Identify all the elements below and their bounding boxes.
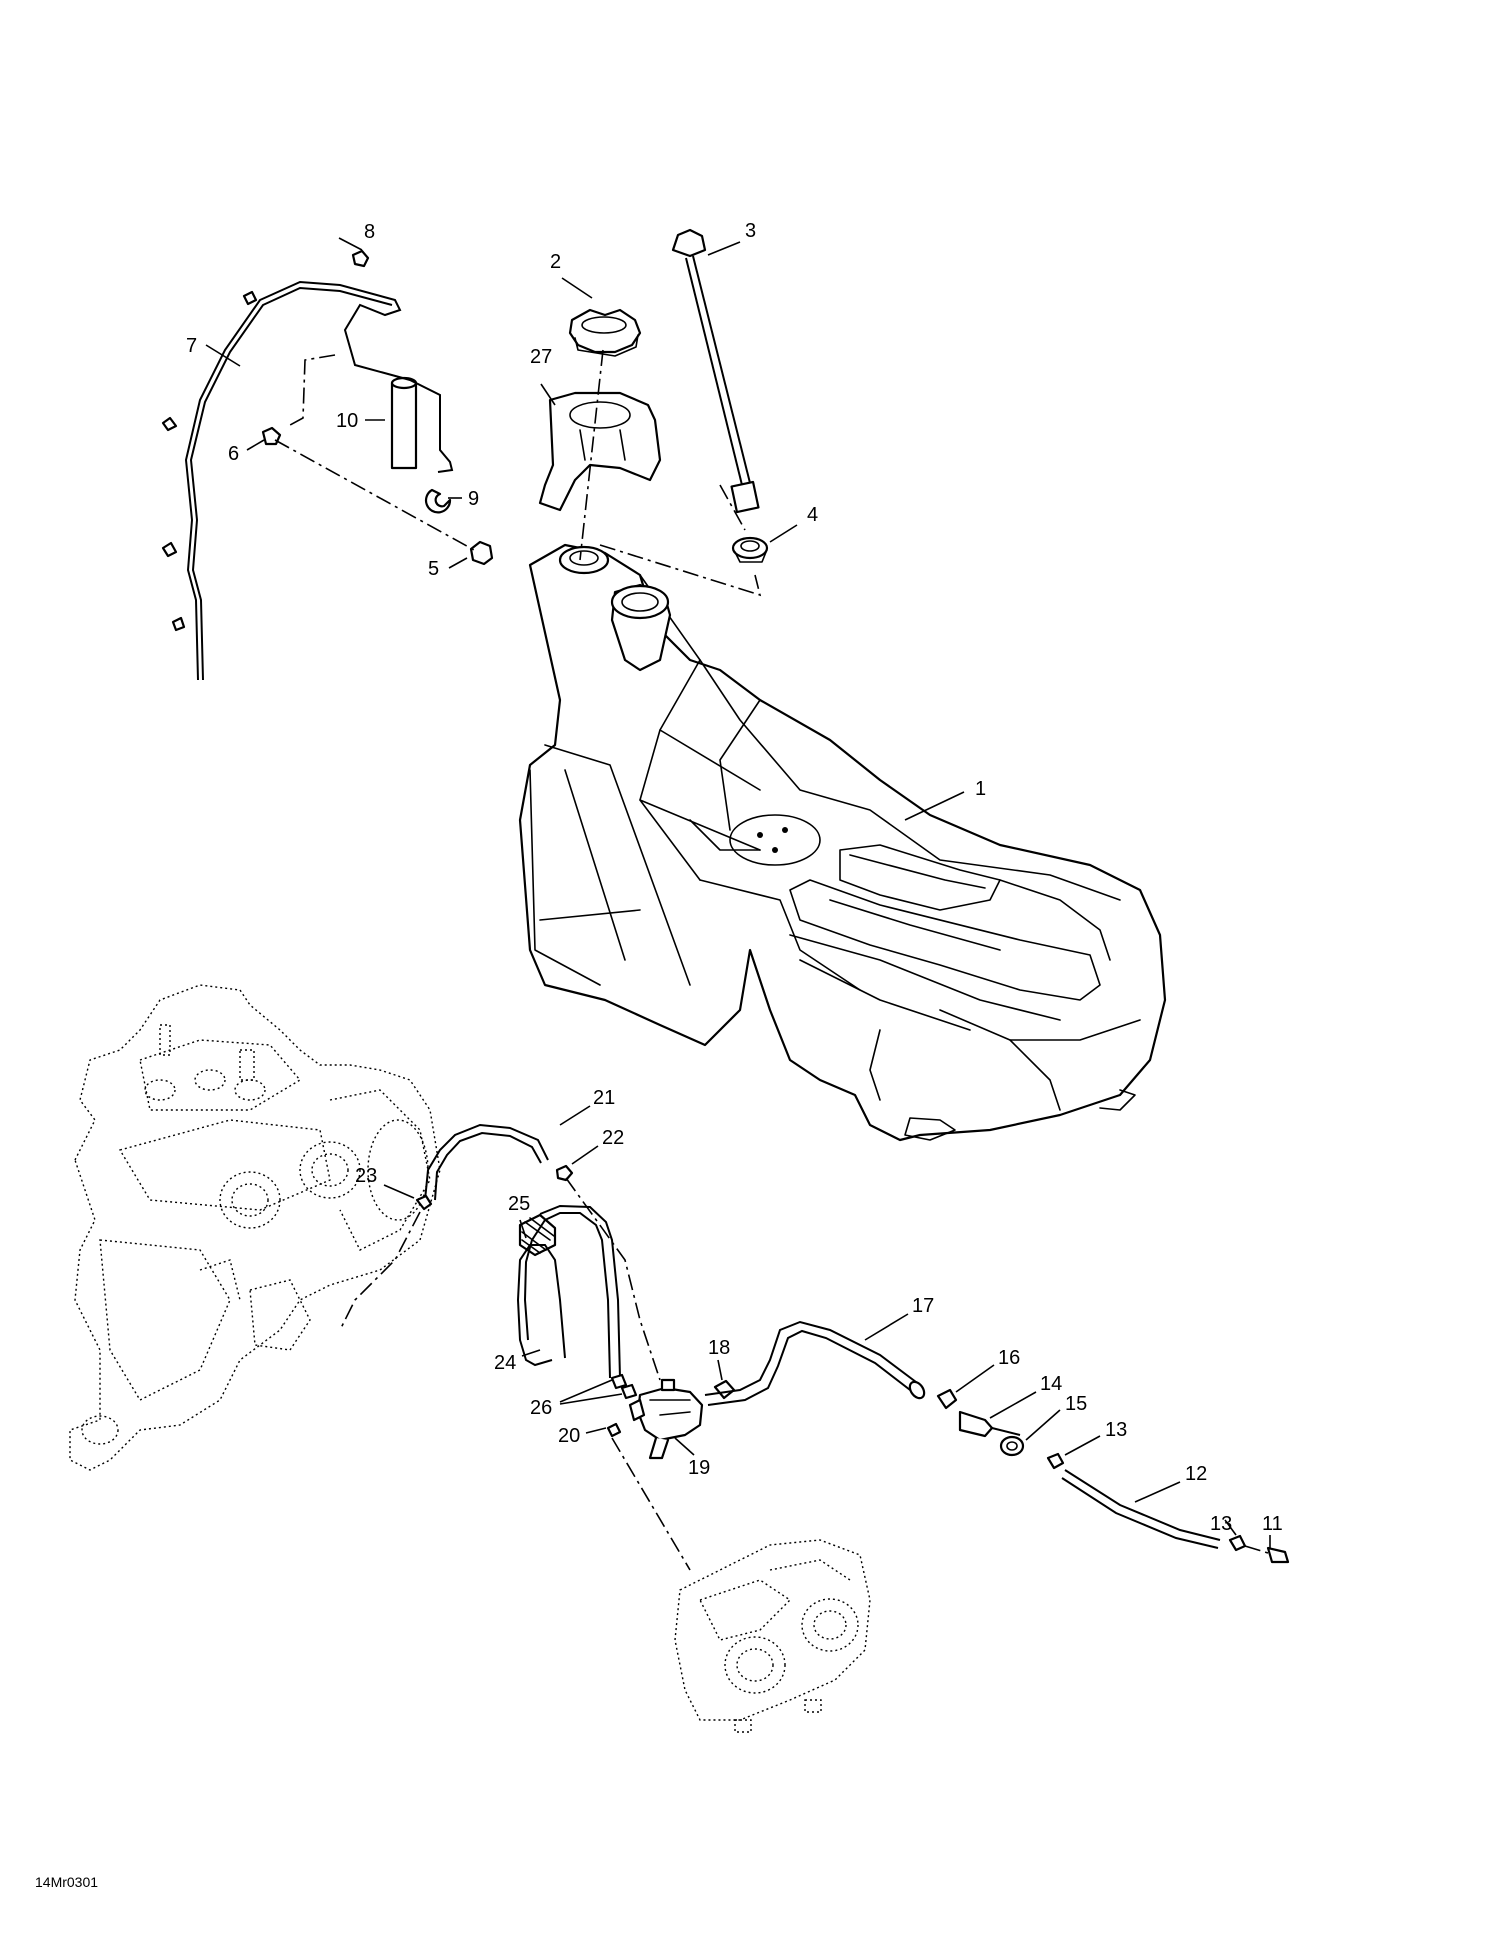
clamp-16	[936, 1388, 958, 1410]
fuel-tank	[518, 543, 1167, 1142]
drawing-code: 14Mr0301	[35, 1874, 98, 1890]
fuel-valve-19	[628, 1378, 704, 1460]
callout-14: 14	[1040, 1373, 1062, 1395]
clamp-18	[713, 1379, 736, 1400]
clip-8	[351, 249, 370, 268]
clamp-22	[555, 1164, 574, 1182]
callout-leaders	[205, 237, 1271, 1548]
callout-16: 16	[998, 1347, 1020, 1369]
hose-24	[516, 1204, 621, 1379]
fuel-line-12	[1061, 1469, 1221, 1549]
callout-4: 4	[807, 504, 818, 526]
callout-23: 23	[355, 1165, 377, 1187]
callout-labels: 1 2 3 4 5 6 7 8 9 10 11 12 13 13 14 15 1…	[186, 220, 1283, 1535]
callout-2: 2	[550, 251, 561, 273]
callout-20: 20	[558, 1425, 580, 1447]
clamp-13b	[1228, 1534, 1247, 1552]
assembly-lines-bottom	[339, 1177, 1269, 1571]
callout-27: 27	[530, 346, 552, 368]
callout-26: 26	[530, 1397, 552, 1419]
callout-1: 1	[975, 778, 986, 800]
clamp-23	[415, 1194, 433, 1211]
fuel-level-sender	[671, 228, 760, 514]
callout-8: 8	[364, 221, 375, 243]
callout-7: 7	[186, 335, 197, 357]
pickup-11	[1266, 1546, 1290, 1564]
vent-tube-10	[390, 376, 418, 470]
fuel-cap	[568, 308, 642, 357]
callout-15: 15	[1065, 1393, 1087, 1415]
callout-12: 12	[1185, 1463, 1207, 1485]
callout-18: 18	[708, 1337, 730, 1359]
carburetors	[674, 1539, 871, 1733]
clamp-20	[606, 1422, 622, 1438]
callout-9: 9	[468, 488, 479, 510]
engine-block	[69, 984, 441, 1471]
callout-17: 17	[912, 1295, 934, 1317]
callout-24: 24	[494, 1352, 516, 1374]
sender-grommet	[731, 536, 769, 563]
fuel-hose-17	[704, 1320, 926, 1406]
clamps-26	[610, 1373, 638, 1400]
callout-10: 10	[336, 410, 358, 432]
callout-6: 6	[228, 443, 239, 465]
callout-13a: 13	[1105, 1419, 1127, 1441]
fuel-hose-21	[424, 1123, 549, 1201]
vent-fitting-5	[469, 540, 494, 566]
callout-11: 11	[1262, 1513, 1283, 1535]
callout-25: 25	[508, 1193, 530, 1215]
clip-9	[424, 488, 452, 514]
assembly-lines-top	[274, 349, 762, 597]
grommet-15	[999, 1435, 1025, 1457]
callout-21: 21	[593, 1087, 615, 1109]
callout-3: 3	[745, 220, 756, 242]
callout-13b: 13	[1210, 1513, 1232, 1535]
fitting-14	[958, 1410, 1021, 1438]
vent-line	[161, 280, 454, 681]
callout-19: 19	[688, 1457, 710, 1479]
clamp-13a	[1046, 1452, 1065, 1470]
callout-22: 22	[602, 1127, 624, 1149]
filler-guard	[538, 391, 662, 512]
callout-5: 5	[428, 558, 439, 580]
